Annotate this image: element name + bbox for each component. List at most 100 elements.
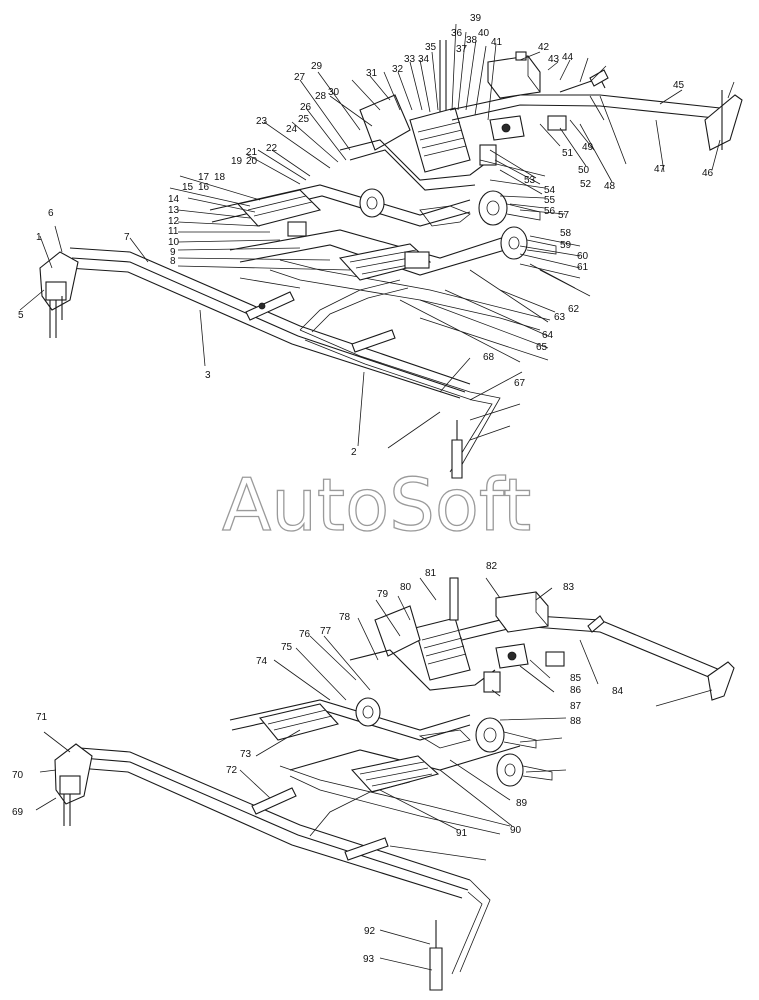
wheel-hub	[500, 226, 557, 260]
label-7: 7	[124, 232, 130, 243]
hydraulic-cylinder	[245, 291, 295, 321]
label-83: 83	[563, 582, 575, 593]
label-56: 56	[544, 206, 556, 217]
label-74: 74	[256, 656, 268, 667]
label-93: 93	[363, 954, 375, 965]
hydraulic-cylinder	[344, 837, 389, 861]
label-90: 90	[510, 825, 522, 836]
label-79: 79	[377, 589, 389, 600]
right-suspension-unit	[707, 661, 735, 701]
label-29: 29	[311, 61, 323, 72]
lower-leader-lines	[35, 577, 713, 971]
label-13: 13	[168, 205, 180, 216]
label-17: 17	[198, 172, 210, 183]
upper-right-cylinder	[589, 69, 609, 87]
part-number-labels: 1 2 3 5 6 7 8 9 10 11 12 13 14 15 16 17 …	[12, 13, 714, 965]
label-85: 85	[570, 673, 582, 684]
left-suspension-unit	[39, 251, 79, 338]
label-47: 47	[654, 164, 666, 175]
label-14: 14	[168, 194, 180, 205]
label-9: 9	[170, 247, 176, 258]
label-12: 12	[168, 216, 180, 227]
filter-unit	[479, 115, 567, 166]
label-88: 88	[570, 716, 582, 727]
distributor-block	[259, 703, 340, 741]
pump-unit	[489, 115, 525, 141]
label-11: 11	[168, 226, 179, 237]
label-27: 27	[294, 72, 306, 83]
left-suspension-unit	[54, 743, 93, 826]
label-26: 26	[300, 102, 312, 113]
label-84: 84	[612, 686, 624, 697]
control-valve-block	[338, 243, 432, 281]
left-cab-frame	[339, 94, 491, 191]
label-2: 2	[351, 447, 357, 458]
label-33: 33	[404, 54, 416, 65]
label-92: 92	[364, 926, 376, 937]
label-31: 31	[366, 68, 378, 79]
wheel-hub	[496, 753, 553, 787]
label-59: 59	[560, 240, 572, 251]
label-54: 54	[544, 185, 556, 196]
filter-unit	[483, 671, 501, 693]
label-6: 6	[48, 208, 54, 219]
wheel-hub	[359, 188, 385, 218]
label-24: 24	[286, 124, 298, 135]
upper-right-cylinder	[587, 615, 605, 633]
label-61: 61	[577, 262, 589, 273]
label-25: 25	[298, 114, 310, 125]
vertical-cylinder	[449, 577, 459, 621]
label-38: 38	[466, 35, 478, 46]
label-57: 57	[558, 210, 570, 221]
label-8: 8	[170, 256, 176, 267]
label-23: 23	[256, 116, 268, 127]
wheel-hub	[355, 697, 381, 727]
label-40: 40	[478, 28, 490, 39]
right-suspension-unit	[704, 90, 743, 151]
pump-unit	[495, 643, 565, 669]
label-86: 86	[570, 685, 582, 696]
label-55: 55	[544, 195, 556, 206]
label-82: 82	[486, 561, 498, 572]
hydraulic-cylinder	[451, 420, 463, 479]
label-78: 78	[339, 612, 351, 623]
label-15: 15	[182, 182, 194, 193]
control-valve-block	[350, 755, 440, 793]
label-64: 64	[542, 330, 554, 341]
label-5: 5	[18, 310, 24, 321]
label-65: 65	[536, 342, 548, 353]
label-50: 50	[578, 165, 590, 176]
label-68: 68	[483, 352, 495, 363]
label-72: 72	[226, 765, 238, 776]
label-30: 30	[328, 87, 340, 98]
label-87: 87	[570, 701, 582, 712]
label-49: 49	[582, 142, 594, 153]
distributor-block	[236, 189, 322, 237]
label-41: 41	[491, 37, 503, 48]
label-62: 62	[568, 304, 580, 315]
label-10: 10	[168, 237, 180, 248]
label-63: 63	[554, 312, 566, 323]
label-71: 71	[36, 712, 48, 723]
label-28: 28	[315, 91, 327, 102]
label-19: 19	[231, 156, 243, 167]
label-45: 45	[673, 80, 685, 91]
label-34: 34	[418, 54, 430, 65]
lower-assembly	[54, 577, 735, 991]
label-20: 20	[246, 156, 258, 167]
valve-stack	[409, 40, 471, 173]
reservoir-tank	[495, 591, 549, 633]
label-44: 44	[562, 52, 574, 63]
label-37: 37	[456, 44, 468, 55]
label-60: 60	[577, 251, 589, 262]
label-21: 21	[246, 147, 258, 158]
label-18: 18	[214, 172, 226, 183]
label-43: 43	[548, 54, 560, 65]
watermark: AutoSoft	[222, 463, 531, 547]
label-81: 81	[425, 568, 437, 579]
label-69: 69	[12, 807, 24, 818]
left-cab-frame	[349, 605, 496, 691]
label-52: 52	[580, 179, 592, 190]
wheel-hub	[478, 190, 541, 226]
